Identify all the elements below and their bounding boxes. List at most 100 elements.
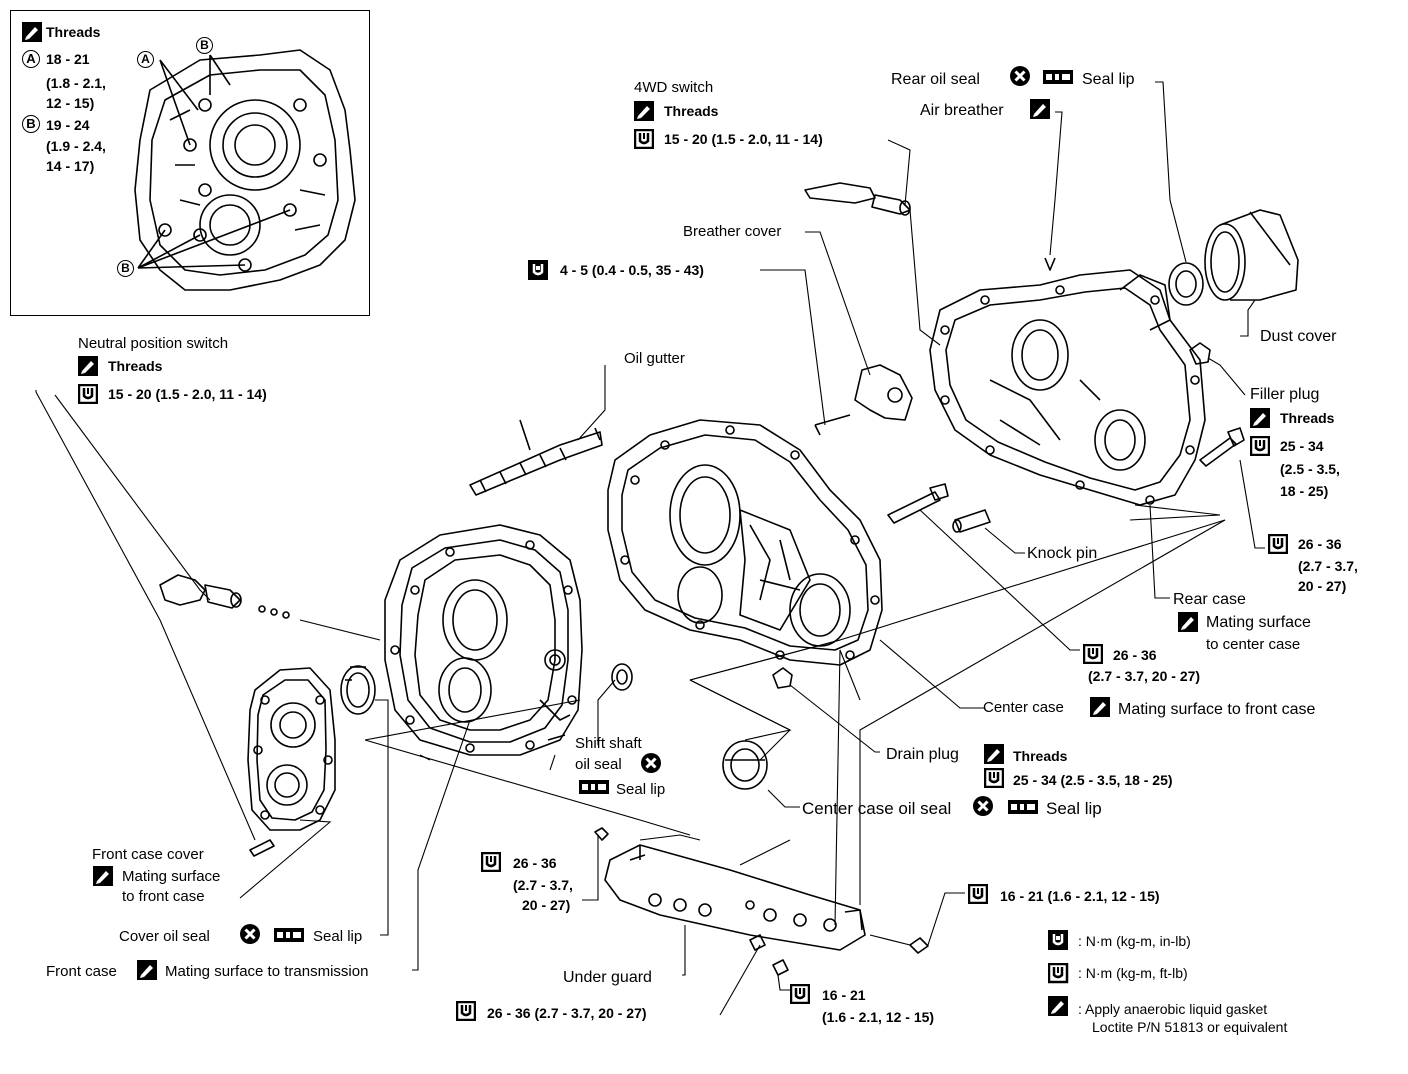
thread-sealant-icon (1178, 612, 1198, 632)
center-oil-seal-drawing (722, 740, 768, 790)
torque-wrench-icon (634, 129, 654, 149)
fourwd-threads-label: Threads (664, 103, 719, 119)
cover-oil-seal-label: Cover oil seal (119, 928, 210, 945)
shift-shaft-label-1: Shift shaft (575, 735, 642, 752)
torque-wrench-icon (78, 384, 98, 404)
guard-bolt-b (749, 934, 766, 951)
guard-bolt-c (772, 959, 789, 976)
bolt-drawing (887, 483, 949, 524)
filler-torque-1: 25 - 34 (1280, 438, 1324, 454)
shift-shaft-label-2: oil seal (575, 756, 622, 773)
inset-callout-b2: B (117, 260, 134, 277)
center-case-drawing (607, 419, 883, 666)
grease-icon (579, 780, 609, 794)
legend-gasket-2: Loctite P/N 51813 or equivalent (1092, 1019, 1288, 1035)
thread-sealant-icon (984, 744, 1004, 764)
shift-shaft-seal-drawing (611, 663, 633, 691)
neutral-threads-label: Threads (108, 358, 163, 374)
drain-plug-drawing (772, 667, 793, 689)
rear-case-label: Rear case (1173, 591, 1246, 608)
thread-sealant-icon (1250, 408, 1270, 428)
torque-wrench-icon (1048, 963, 1069, 984)
air-breather-label: Air breather (920, 102, 1004, 119)
center-bolt-torque-1: 26 - 36 (1113, 647, 1157, 663)
breather-cover-label: Breather cover (683, 223, 782, 240)
filler-torque-3: 18 - 25) (1280, 483, 1329, 499)
fourwd-torque: 15 - 20 (1.5 - 2.0, 11 - 14) (664, 131, 823, 147)
filler-plug-label: Filler plug (1250, 386, 1320, 403)
guard-torque-1: 26 - 36 (513, 855, 557, 871)
inset-front-case-drawing (134, 49, 356, 291)
drain-plug-label: Drain plug (886, 746, 959, 763)
torque-wrench-small-icon (1048, 930, 1070, 952)
drain-torque: 25 - 34 (2.5 - 3.5, 18 - 25) (1013, 772, 1173, 788)
dust-cover-label: Dust cover (1260, 328, 1337, 345)
torque-wrench-icon (481, 852, 501, 872)
front-case-mating: Mating surface to transmission (165, 963, 369, 980)
lower-torque-2: (1.6 - 2.1, 12 - 15) (822, 1009, 935, 1025)
grease-icon (1008, 800, 1038, 814)
guard-torque-2: (2.7 - 3.7, (513, 877, 573, 893)
center-bolt-torque-2: (2.7 - 3.7, 20 - 27) (1088, 668, 1201, 684)
neutral-switch-label: Neutral position switch (78, 335, 229, 352)
center-case-mating: Mating surface to front case (1118, 701, 1316, 718)
guard-torque-3: 20 - 27) (522, 897, 571, 913)
right-torque: 16 - 21 (1.6 - 2.1, 12 - 15) (1000, 888, 1160, 904)
inset-callout-b1: B (196, 37, 213, 54)
rear-bolt-torque-1: 26 - 36 (1298, 536, 1342, 552)
inset-a-marker: A (22, 50, 40, 68)
legend-ftlb: : N·m (kg-m, ft-lb) (1078, 965, 1188, 981)
oil-gutter-drawing (469, 419, 603, 496)
torque-wrench-small-icon (528, 260, 548, 280)
inset-a-line3: 12 - 15) (46, 95, 95, 111)
knock-pin-label: Knock pin (1027, 545, 1098, 562)
inset-a-line1: 18 - 21 (46, 51, 90, 67)
torque-wrench-icon (1083, 644, 1103, 664)
rear-oil-seal-label: Rear oil seal (891, 71, 980, 88)
inset-title: Threads (46, 24, 101, 40)
rear-oil-seal-drawing (1168, 262, 1204, 306)
thread-sealant-icon (22, 22, 42, 42)
filler-torque-2: (2.5 - 3.5, (1280, 461, 1340, 477)
drain-threads-label: Threads (1013, 748, 1068, 764)
rear-case-drawing (929, 257, 1206, 506)
thread-sealant-icon (137, 960, 157, 980)
torque-wrench-icon (456, 1001, 476, 1021)
front-cover-mating-2: to front case (122, 888, 205, 905)
legend-gasket-1: : Apply anaerobic liquid gasket (1078, 1001, 1268, 1017)
inset-b-line3: 14 - 17) (46, 158, 95, 174)
thread-sealant-icon (1048, 996, 1068, 1016)
under-guard-drawing (604, 844, 866, 951)
rear-case-mating-1: Mating surface (1206, 614, 1311, 631)
dust-cover-drawing (1204, 209, 1299, 301)
filler-plug-drawing (1189, 342, 1211, 365)
inset-b-marker: B (22, 115, 40, 133)
bolt-torque-inset (10, 10, 370, 316)
cover-seal-lip: Seal lip (313, 928, 363, 945)
center-oil-seal-label: Center case oil seal (802, 799, 952, 818)
torque-wrench-icon (984, 768, 1004, 788)
shift-seal-lip: Seal lip (616, 781, 666, 798)
replace-part-icon (641, 753, 663, 775)
thread-sealant-icon (1030, 99, 1050, 119)
torque-wrench-icon (790, 984, 810, 1004)
center-case-label: Center case (983, 699, 1064, 716)
guard-bolt-d (909, 937, 929, 954)
fourwd-switch-label: 4WD switch (634, 79, 714, 96)
breather-cover-drawing (814, 364, 913, 436)
center-oil-seal-lip: Seal lip (1046, 799, 1102, 818)
guard-bolt-a (594, 827, 609, 841)
fourwd-switch-drawing (804, 182, 911, 216)
grease-icon (274, 928, 304, 942)
inset-b-line2: (1.9 - 2.4, (46, 138, 106, 154)
legend-inlb: : N·m (kg-m, in-lb) (1078, 933, 1191, 949)
thread-sealant-icon (93, 866, 113, 886)
torque-wrench-icon (1250, 436, 1270, 456)
rear-bolt-torque-3: 20 - 27) (1298, 578, 1347, 594)
lower-torque-1: 16 - 21 (822, 987, 866, 1003)
rear-bolt-torque-2: (2.7 - 3.7, (1298, 558, 1358, 574)
front-case-cover-drawing (247, 667, 336, 831)
rear-case-mating-2: to center case (1206, 636, 1301, 653)
under-guard-label: Under guard (563, 969, 652, 986)
